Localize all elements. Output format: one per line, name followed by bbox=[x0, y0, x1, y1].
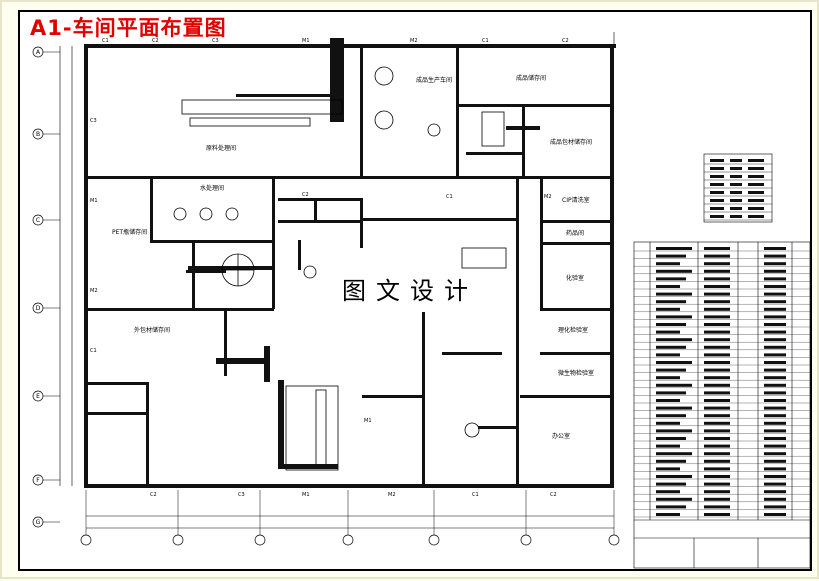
axis-bubble-bottom bbox=[172, 534, 184, 546]
axis-bubble-left-label: B bbox=[36, 131, 40, 138]
equipment bbox=[173, 66, 507, 471]
room-label-water: 水处理间 bbox=[200, 184, 224, 192]
axis-bubble-bottom bbox=[342, 534, 354, 546]
wall-tag: M2 bbox=[388, 492, 396, 498]
room-label-pet: PET瓶储存间 bbox=[112, 228, 147, 236]
wall-tag: C3 bbox=[212, 38, 219, 44]
interior-walls bbox=[88, 38, 612, 484]
drawing-title: A1-车间平面布置图 bbox=[30, 16, 227, 40]
building-outer-walls bbox=[84, 44, 616, 488]
wall-tag: C2 bbox=[302, 192, 309, 198]
wall-tag: C3 bbox=[238, 492, 245, 498]
wall-tag: M2 bbox=[90, 288, 98, 294]
wall-tag: M2 bbox=[410, 38, 418, 44]
wall-tag: C2 bbox=[152, 38, 159, 44]
axis-bubbles-left: A B C D E F G bbox=[32, 46, 60, 528]
wall-tag: M2 bbox=[544, 194, 552, 200]
wall-tag: M1 bbox=[364, 418, 372, 424]
axis-bubble-left-label: G bbox=[36, 519, 41, 526]
wall-tags: C1C2C3M1M2C1C2C3M1M2C1C2C3M1M2C1C2C3M1M2… bbox=[90, 38, 569, 498]
wall-tag: C2 bbox=[150, 492, 157, 498]
room-label-product: 成品生产车间 bbox=[416, 76, 452, 84]
room-labels: 原料处理间 成品生产车间 成品储存间 成品包材储存间 水处理间 PET瓶储存间 … bbox=[112, 74, 594, 440]
room-label-lab: 化验室 bbox=[566, 274, 584, 282]
wall-tag: C1 bbox=[446, 194, 453, 200]
room-label-cip: CIP清洗室 bbox=[562, 196, 590, 204]
axis-bubble-bottom bbox=[254, 534, 266, 546]
wall-tag: C1 bbox=[482, 38, 489, 44]
axis-bubble-bottom bbox=[428, 534, 440, 546]
axis-bubble-bottom bbox=[520, 534, 532, 546]
wall-tag: C2 bbox=[562, 38, 569, 44]
room-label-finished-storage: 成品储存间 bbox=[516, 74, 546, 82]
watermark: 图文设计 bbox=[328, 273, 492, 309]
room-label-finished-pack: 成品包材储存间 bbox=[550, 138, 592, 146]
room-label-physical-lab: 理化检验室 bbox=[558, 326, 588, 334]
axis-bubbles-bottom bbox=[80, 490, 620, 546]
title-block bbox=[633, 241, 811, 569]
axis-bubble-left-label: D bbox=[36, 305, 41, 312]
room-label-office: 办公室 bbox=[552, 432, 570, 440]
wall-tag: C1 bbox=[472, 492, 479, 498]
axis-bubble-bottom bbox=[80, 534, 92, 546]
axis-bubble-left-label: C bbox=[36, 217, 40, 224]
wall-tag: C1 bbox=[90, 348, 97, 354]
room-label-outer-pack: 外包材储存间 bbox=[134, 326, 170, 334]
wall-tag: M1 bbox=[302, 492, 310, 498]
room-label-reagent: 药品间 bbox=[566, 229, 584, 237]
wall-tag: C3 bbox=[90, 118, 97, 124]
wall-tag: C2 bbox=[550, 492, 557, 498]
axis-bubble-bottom bbox=[608, 534, 620, 546]
axis-bubble-left-label: A bbox=[36, 49, 41, 56]
pipe-lines bbox=[186, 94, 540, 469]
axis-bubble-left-label: F bbox=[36, 477, 40, 484]
wall-tag: M1 bbox=[90, 198, 98, 204]
legend-table-small bbox=[703, 153, 773, 223]
wall-tag: M1 bbox=[302, 38, 310, 44]
room-label-micro-lab: 微生物检验室 bbox=[558, 369, 594, 377]
wall-tag: C1 bbox=[102, 38, 109, 44]
axis-bubble-left-label: E bbox=[36, 393, 40, 400]
room-label-raw-material: 原料处理间 bbox=[206, 144, 236, 152]
